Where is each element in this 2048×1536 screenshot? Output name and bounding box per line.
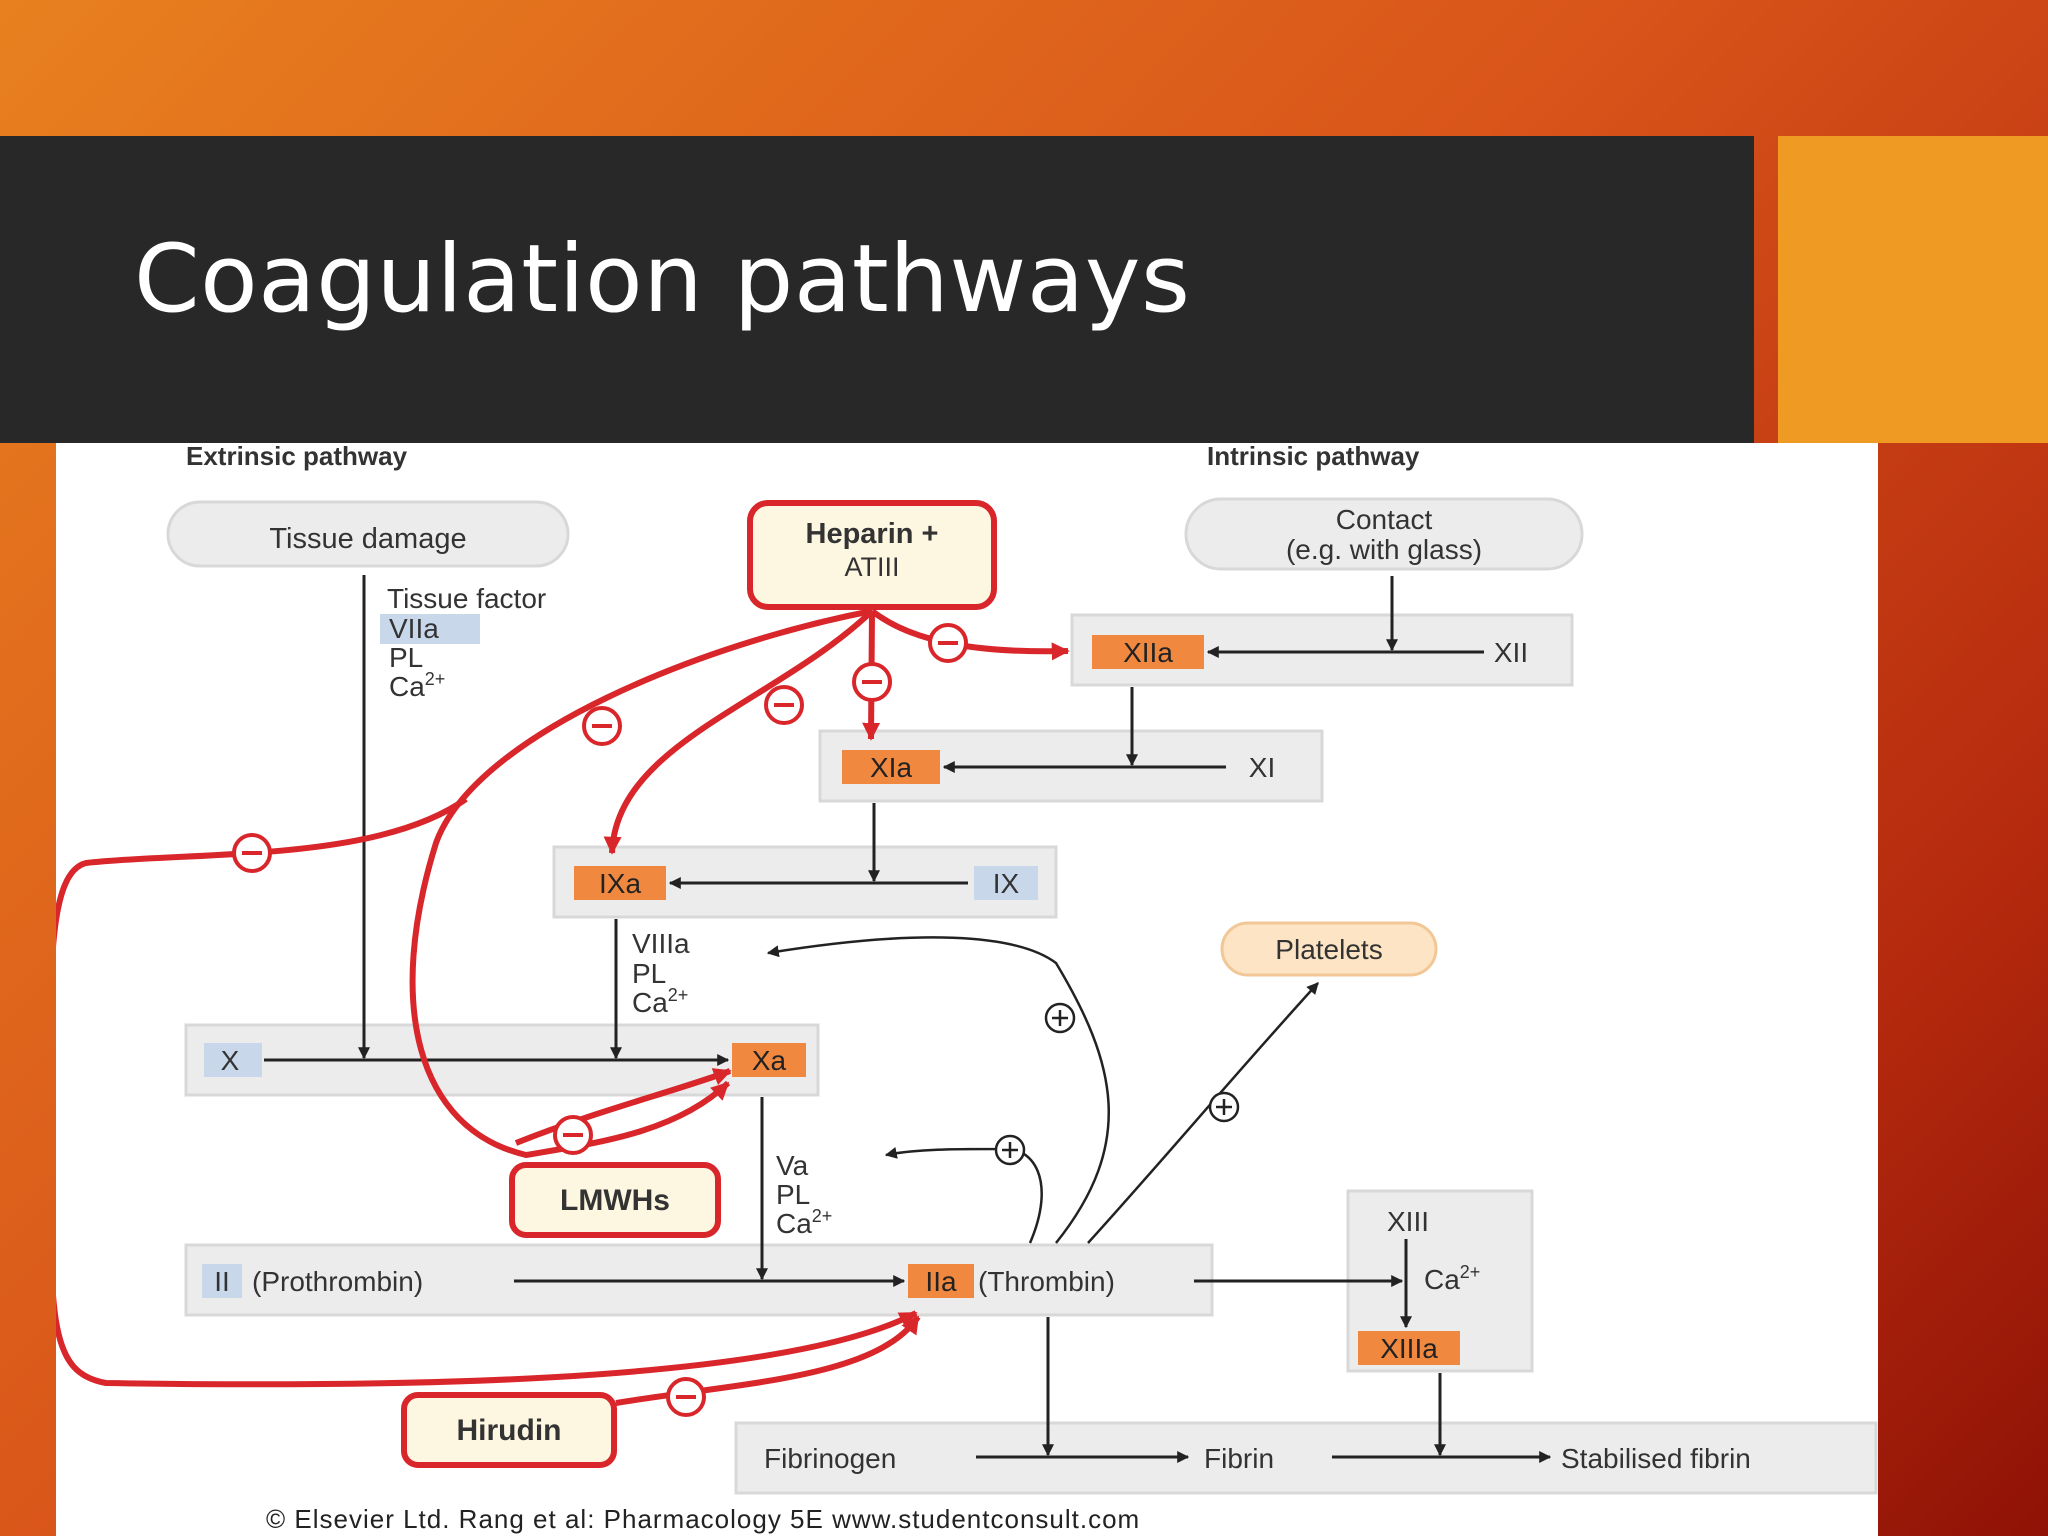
- xiia-label: XIIa: [1123, 637, 1173, 668]
- ixa-label: IXa: [599, 868, 641, 899]
- fibrin-row-box: [734, 1421, 1878, 1495]
- stabilised-fibrin-label: Stabilised fibrin: [1561, 1443, 1751, 1474]
- viia-label: VIIa: [389, 613, 439, 644]
- xiiia-highlight: [1358, 1331, 1460, 1365]
- xa-label: Xa: [752, 1045, 787, 1076]
- hirudin-text: Hirudin: [457, 1414, 562, 1447]
- lmwhs-text: LMWHs: [560, 1184, 670, 1217]
- ii-label: II: [214, 1266, 230, 1297]
- fibrin-label: Fibrin: [1204, 1443, 1274, 1474]
- tissue-factor-label: Tissue factor: [387, 583, 546, 614]
- x-highlight: [204, 1043, 262, 1077]
- coagulation-diagram: Extrinsic pathway Intrinsic pathway Tiss…: [56, 443, 1878, 1536]
- hirudin-box: [401, 1392, 617, 1468]
- xiiia-label: XIIIa: [1380, 1333, 1438, 1364]
- pl-label-2: PL: [632, 958, 666, 989]
- viiia-label: VIIIa: [632, 928, 690, 959]
- pl-label-3: PL: [776, 1179, 810, 1210]
- xia-highlight: [842, 750, 940, 784]
- atiii-text: ATIII: [844, 552, 899, 582]
- extrinsic-pathway-label: Extrinsic pathway: [186, 443, 408, 471]
- title-bar: [0, 136, 1754, 443]
- heparin-text: Heparin +: [806, 518, 939, 550]
- iia-label: IIa: [925, 1266, 957, 1297]
- contact-pill: [1184, 497, 1584, 571]
- xiii-label: XIII: [1387, 1206, 1429, 1237]
- fibrinogen-label: Fibrinogen: [764, 1443, 896, 1474]
- slide-title: Coagulation pathways: [134, 225, 1191, 334]
- ix-highlight: [974, 866, 1038, 900]
- thrombin-label: (Thrombin): [978, 1266, 1115, 1297]
- xa-highlight: [732, 1043, 806, 1077]
- ii-highlight: [202, 1264, 242, 1298]
- ca-label-1: Ca2+: [389, 669, 445, 702]
- xi-label: XI: [1249, 752, 1275, 783]
- contact-example-text: (e.g. with glass): [1286, 534, 1482, 565]
- ixa-highlight: [574, 866, 666, 900]
- iia-highlight: [908, 1264, 974, 1298]
- x-label: X: [221, 1045, 240, 1076]
- ca-label-4: Ca2+: [1424, 1262, 1480, 1295]
- ca-label-3: Ca2+: [776, 1206, 832, 1239]
- xia-label: XIa: [870, 752, 912, 783]
- heparin-atiii-box: [747, 500, 997, 610]
- pl-label-1: PL: [389, 642, 423, 673]
- ca-label-2: Ca2+: [632, 985, 688, 1018]
- intrinsic-pathway-label: Intrinsic pathway: [1207, 443, 1420, 471]
- xii-label: XII: [1494, 637, 1528, 668]
- contact-text: Contact: [1336, 504, 1433, 535]
- prothrombin-label: (Prothrombin): [252, 1266, 423, 1297]
- tissue-damage-text: Tissue damage: [269, 523, 466, 555]
- tissue-damage-pill: [166, 500, 570, 568]
- va-label: Va: [776, 1150, 809, 1181]
- accent-box: [1778, 136, 2048, 443]
- xiia-highlight: [1092, 635, 1204, 669]
- platelets-pill: [1220, 921, 1438, 977]
- platelets-text: Platelets: [1275, 934, 1382, 965]
- lmwhs-box: [509, 1162, 721, 1238]
- copyright-text: © Elsevier Ltd. Rang et al: Pharmacology…: [266, 1504, 1140, 1534]
- ix-label: IX: [993, 868, 1020, 899]
- viia-highlight: [380, 614, 480, 644]
